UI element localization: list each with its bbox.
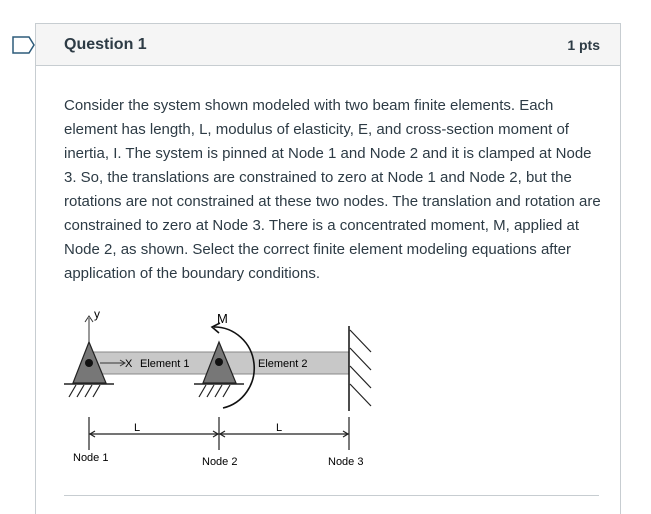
question-header: Question 1 1 pts — [36, 24, 620, 66]
question-text: Consider the system shown modeled with t… — [64, 97, 601, 282]
divider — [64, 495, 599, 496]
moment-arrow — [213, 326, 255, 409]
moment-label: M — [217, 311, 228, 326]
question-points: 1 pts — [567, 37, 600, 53]
length-label-2: L — [276, 422, 282, 434]
node2-label: Node 2 — [202, 456, 237, 468]
flag-question-icon[interactable] — [12, 36, 36, 54]
x-axis-label: X — [125, 358, 133, 370]
question-title: Question 1 — [64, 36, 147, 53]
question-card: Question 1 1 pts Consider the system sho… — [35, 23, 621, 514]
element1-label: Element 1 — [140, 358, 190, 370]
length-label-1: L — [134, 422, 140, 434]
node1-label: Node 1 — [73, 452, 108, 464]
y-axis-label: y — [94, 307, 100, 321]
node3-label: Node 3 — [328, 456, 363, 468]
beam-diagram: y X Element 1 Element 2 M L L Node 1 Nod… — [64, 307, 372, 468]
element2-label: Element 2 — [258, 358, 308, 370]
